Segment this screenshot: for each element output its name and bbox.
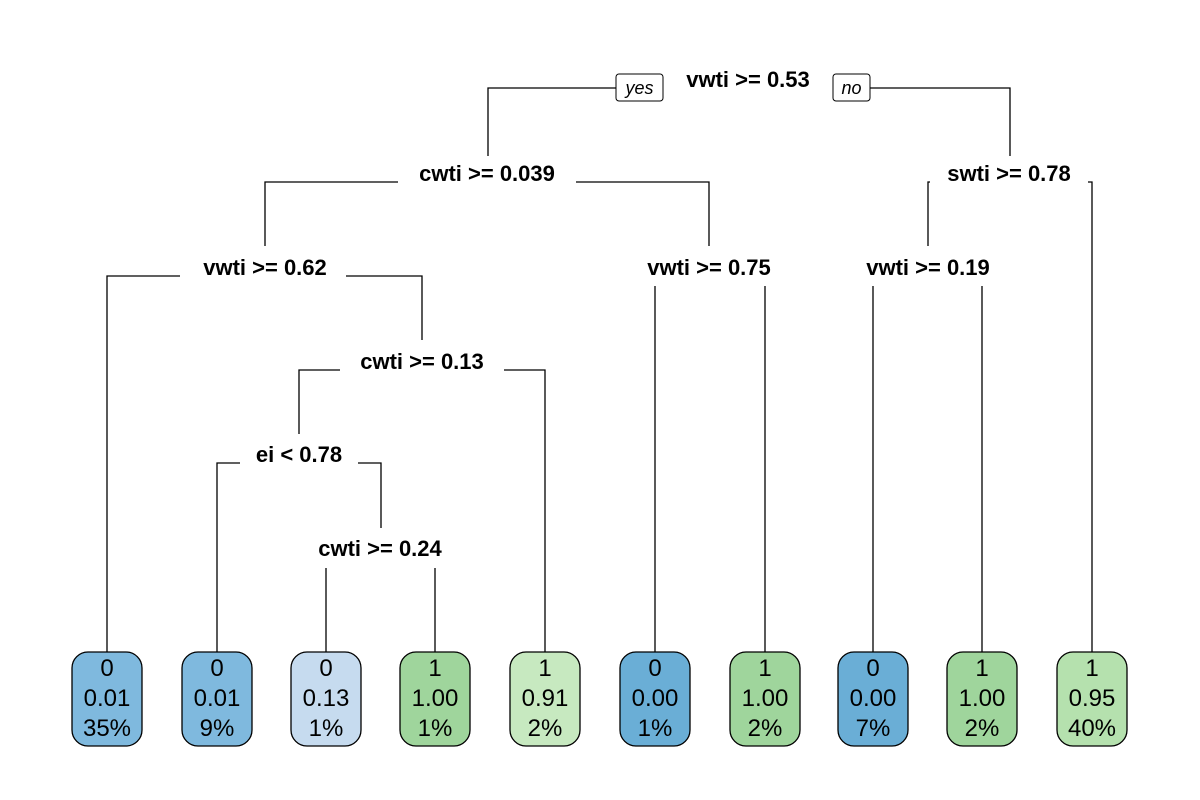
split-node-n18: ei < 0.78 bbox=[256, 442, 342, 467]
leaf-percent: 2% bbox=[965, 715, 1000, 742]
leaf-percent: 2% bbox=[528, 715, 563, 742]
leaf-node: 0 0.01 35% bbox=[71, 651, 143, 747]
no-tag: no bbox=[832, 73, 871, 102]
leaf-class: 0 bbox=[319, 655, 332, 682]
yes-tag: yes bbox=[615, 73, 664, 102]
branch-n18-right bbox=[358, 462, 382, 528]
branch-n4-left bbox=[106, 275, 180, 652]
branch-n4-right bbox=[346, 275, 423, 340]
leaf-probability: 0.01 bbox=[194, 685, 241, 712]
leaf-node: 0 0.00 7% bbox=[837, 651, 909, 747]
split-node-n4: vwti >= 0.62 bbox=[203, 255, 327, 280]
leaf-node: 1 0.91 2% bbox=[509, 651, 581, 747]
leaf-percent: 1% bbox=[638, 715, 673, 742]
leaf-node: 0 0.13 1% bbox=[290, 651, 362, 747]
split-node-n6: vwti >= 0.19 bbox=[866, 255, 990, 280]
branch-n9-left bbox=[298, 369, 340, 434]
leaf-probability: 0.00 bbox=[632, 685, 679, 712]
yes-tag-label: yes bbox=[623, 78, 653, 98]
branch-root-left bbox=[487, 87, 616, 156]
split-node-n37: cwti >= 0.24 bbox=[318, 536, 442, 561]
leaf-nodes: 0 0.01 35% 0 0.01 9% 0 0.13 1% 1 1.00 1%… bbox=[71, 651, 1128, 747]
leaf-probability: 1.00 bbox=[412, 685, 459, 712]
leaf-probability: 0.00 bbox=[850, 685, 897, 712]
branch-n2-right bbox=[576, 181, 710, 246]
leaf-class: 0 bbox=[100, 655, 113, 682]
leaf-probability: 1.00 bbox=[959, 685, 1006, 712]
leaf-class: 0 bbox=[866, 655, 879, 682]
split-node-n9: cwti >= 0.13 bbox=[360, 349, 484, 374]
leaf-probability: 1.00 bbox=[742, 685, 789, 712]
leaf-class: 0 bbox=[210, 655, 223, 682]
leaf-class: 1 bbox=[758, 655, 771, 682]
no-tag-label: no bbox=[841, 78, 861, 98]
leaf-node: 0 0.01 9% bbox=[181, 651, 253, 747]
split-nodes: vwti >= 0.53 cwti >= 0.039 swti >= 0.78 … bbox=[203, 67, 1071, 561]
branch-n9-right bbox=[504, 369, 546, 652]
leaf-percent: 1% bbox=[418, 715, 453, 742]
leaf-percent: 35% bbox=[83, 715, 131, 742]
leaf-node: 1 1.00 2% bbox=[729, 651, 801, 747]
leaf-probability: 0.13 bbox=[303, 685, 350, 712]
leaf-percent: 40% bbox=[1068, 715, 1116, 742]
leaf-node: 1 0.95 40% bbox=[1056, 651, 1128, 747]
split-node-n5: vwti >= 0.75 bbox=[647, 255, 771, 280]
leaf-percent: 2% bbox=[748, 715, 783, 742]
leaf-probability: 0.91 bbox=[522, 685, 569, 712]
branch-root-right bbox=[870, 87, 1011, 156]
tree-branches bbox=[106, 87, 1093, 652]
leaf-class: 0 bbox=[648, 655, 661, 682]
split-node-root: vwti >= 0.53 bbox=[686, 67, 810, 92]
split-node-n2: cwti >= 0.039 bbox=[419, 161, 555, 186]
leaf-probability: 0.01 bbox=[84, 685, 131, 712]
branch-n3-left bbox=[927, 181, 930, 246]
leaf-node: 1 1.00 1% bbox=[399, 651, 471, 747]
leaf-percent: 9% bbox=[200, 715, 235, 742]
leaf-class: 1 bbox=[1085, 655, 1098, 682]
leaf-node: 1 1.00 2% bbox=[946, 651, 1018, 747]
leaf-percent: 1% bbox=[309, 715, 344, 742]
leaf-probability: 0.95 bbox=[1069, 685, 1116, 712]
branch-n2-left bbox=[264, 181, 398, 246]
branch-n18-left bbox=[216, 462, 240, 652]
split-node-n3: swti >= 0.78 bbox=[947, 161, 1071, 186]
branch-n3-right bbox=[1088, 181, 1093, 652]
leaf-class: 1 bbox=[975, 655, 988, 682]
leaf-class: 1 bbox=[428, 655, 441, 682]
leaf-class: 1 bbox=[538, 655, 551, 682]
leaf-node: 0 0.00 1% bbox=[619, 651, 691, 747]
leaf-percent: 7% bbox=[856, 715, 891, 742]
